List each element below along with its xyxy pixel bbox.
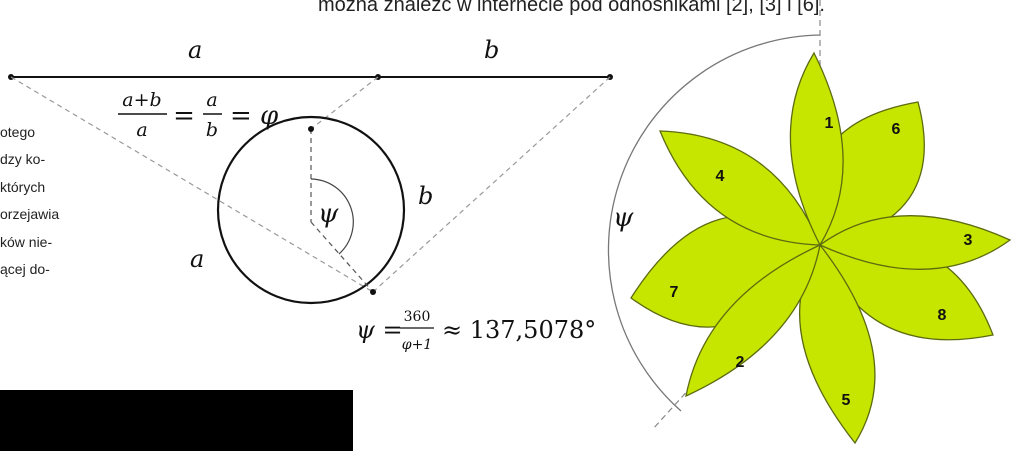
petal-4 — [659, 130, 821, 246]
svg-text:a: a — [136, 119, 147, 141]
circle-label-psi: ψ — [318, 199, 339, 229]
petal-number-4: 4 — [716, 168, 725, 185]
petal-number-3: 3 — [964, 232, 973, 249]
petal-2 — [685, 243, 821, 398]
petal-3 — [818, 215, 1012, 270]
psi-formula: ψ = 360 φ+1 ≈ 137,5078° — [356, 309, 596, 353]
svg-text:b: b — [206, 119, 218, 141]
svg-text:360: 360 — [404, 309, 431, 325]
svg-text:ψ =: ψ = — [356, 316, 403, 344]
side-text-line-2: dzy ko- — [0, 151, 45, 167]
ratio-formula: a+b a = a b = φ — [118, 89, 279, 141]
svg-text:≈ 137,5078°: ≈ 137,5078° — [442, 316, 596, 344]
redaction-block — [0, 390, 353, 451]
petal-number-1: 1 — [825, 115, 834, 132]
side-text: otego dzy ko- których orzejawia ków nie-… — [0, 124, 59, 277]
segment-label-a: a — [188, 36, 202, 64]
petal-number-7: 7 — [670, 284, 679, 301]
circle-label-a: a — [190, 245, 204, 273]
side-text-line-1: otego — [0, 124, 35, 140]
petal-5 — [798, 243, 876, 445]
petal-number-8: 8 — [938, 307, 947, 324]
side-text-line-3: których — [0, 179, 45, 195]
circle-label-b: b — [418, 182, 433, 210]
side-text-line-6: ącej do- — [0, 261, 50, 277]
svg-text:=: = — [173, 101, 195, 131]
petal-numbers: 1 2 3 4 5 6 7 8 — [670, 115, 973, 409]
phyllotaxis-flower — [630, 51, 1012, 445]
svg-text:a: a — [206, 89, 217, 111]
svg-text:φ+1: φ+1 — [402, 337, 432, 353]
petal-1 — [789, 51, 844, 247]
petal-number-6: 6 — [892, 121, 901, 138]
side-text-line-5: ków nie- — [0, 234, 52, 250]
arc-label-psi: ψ — [613, 203, 634, 233]
projection-lines — [10, 76, 611, 293]
svg-text:a+b: a+b — [122, 89, 161, 111]
top-text-line: można znaleźć w internecie pod odnośnika… — [318, 0, 825, 16]
petal-number-2: 2 — [736, 354, 745, 371]
petal-number-5: 5 — [842, 392, 851, 409]
angle-circle — [216, 115, 406, 305]
golden-segment — [8, 74, 613, 80]
side-text-line-4: orzejawia — [0, 206, 59, 222]
segment-label-b: b — [484, 36, 499, 64]
